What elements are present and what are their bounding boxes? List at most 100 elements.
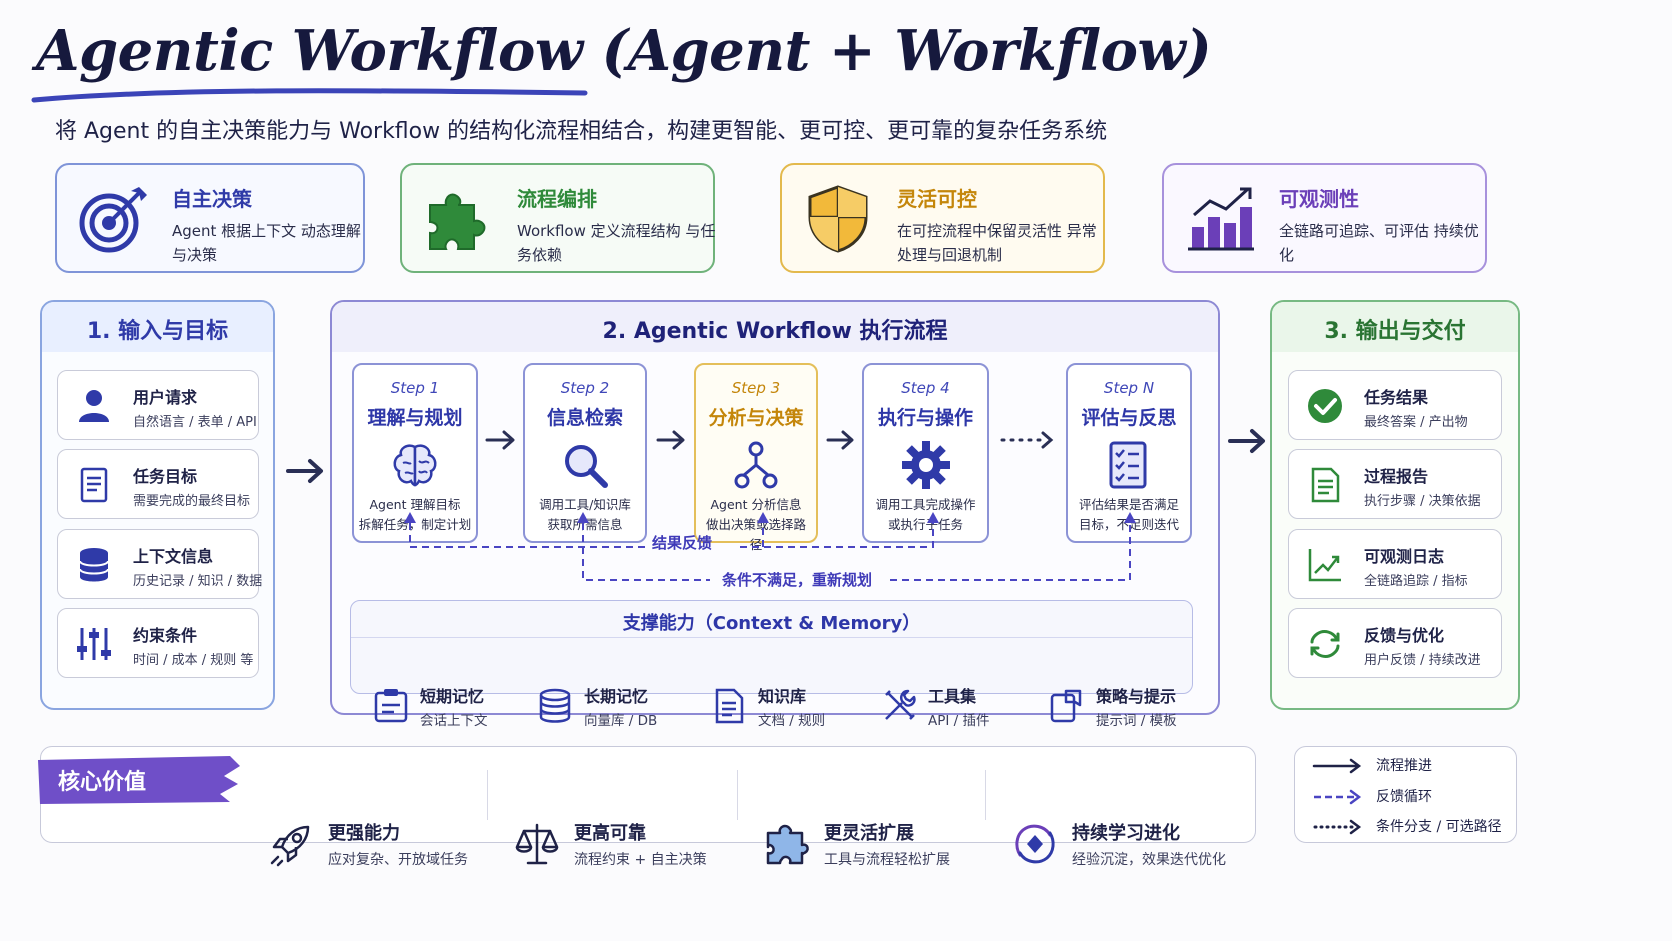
support-item-desc: 文档 / 规则 [758,713,826,729]
clipboard-icon [374,689,408,723]
title-underline [31,88,588,103]
step-desc-line: 目标，不足则迭代 [1078,517,1179,532]
item-desc: 执行步骤 / 决策依据 [1364,494,1481,509]
output-item-task-result: 任务结果 最终答案 / 产出物 [1288,370,1502,440]
core-value-title: 持续学习进化 [1072,823,1180,844]
feature-card-observability: 可观测性 全链路可追踪、可评估 持续优化 [1162,163,1487,273]
step-id: Step N [1103,379,1155,397]
gear-icon [901,441,950,489]
core-value-title: 更灵活扩展 [824,823,914,844]
divider [985,770,986,820]
support-item-desc: 向量库 / DB [584,713,658,729]
core-value-title: 更强能力 [328,823,400,844]
sliders-icon [77,628,111,660]
step-name: 信息检索 [546,407,623,429]
panel-header: 3. 输出与交付 [1272,302,1518,352]
prompt-icon [1050,689,1082,723]
checklist-icon [1109,441,1147,489]
step-id: Step 3 [731,379,781,397]
input-item-user-request: 用户请求 自然语言 / 表单 / API [57,370,259,440]
feedback-label: 结果反馈 [652,534,713,552]
support-item-title: 短期记忆 [420,687,485,706]
support-item-title: 长期记忆 [584,687,649,706]
step-desc-line: 拆解任务，制定计划 [358,517,472,532]
divider [487,770,488,820]
item-desc: 历史记录 / 知识 / 数据 [133,574,263,589]
solid-arrow-icon [1312,758,1362,774]
feature-card-flexible-control: 灵活可控 在可控流程中保留灵活性 异常处理与回退机制 [780,163,1105,273]
input-item-context: 上下文信息 历史记录 / 知识 / 数据 [57,529,263,599]
dashed-arrow-icon [1314,789,1362,805]
item-desc: 用户反馈 / 持续改进 [1364,653,1481,668]
replan-line [890,523,1131,581]
branch-icon [734,441,778,489]
input-item-task-goal: 任务目标 需要完成的最终目标 [57,449,259,519]
core-value-bar [40,746,1256,843]
puzzle-icon [429,193,486,250]
step-desc: Agent 分析信息 做出决策或选择路径 [700,495,812,555]
item-desc: 最终答案 / 产出物 [1364,415,1468,430]
database-icon [79,548,109,582]
step-desc-line: 获取所需信息 [547,517,623,532]
panel-title: 3. 输出与交付 [1324,319,1466,344]
ellipsis-arrow [1000,431,1054,449]
page-subtitle: 将 Agent 的自主决策能力与 Workflow 的结构化流程相结合，构建更智… [55,119,1108,144]
panel-header: 2. Agentic Workflow 执行流程 [332,302,1218,352]
user-icon [79,390,109,422]
step-name: 分析与决策 [708,407,804,429]
support-item-desc: 会话上下文 [420,713,488,729]
step-card-3: Step 3 分析与决策 Agent 分析信息 做出决策或选择路径 [694,363,818,552]
item-title: 任务目标 [133,467,198,486]
rocket-icon [270,825,310,867]
dotted-arrow-icon [1313,819,1362,835]
item-title: 反馈与优化 [1364,626,1445,645]
divider [351,637,1192,638]
feature-desc: 全链路可追踪、可评估 持续优化 [1279,222,1479,264]
panel-title: 1. 输入与目标 [86,319,229,344]
step-id: Step 1 [390,379,440,397]
step-desc-line: 调用工具完成操作 [875,497,976,512]
core-value-desc: 工具与流程轻松扩展 [824,852,950,868]
step-desc: 调用工具完成操作 或执行子任务 [868,495,983,535]
flow-arrow [1228,429,1265,453]
feature-title: 自主决策 [172,187,252,211]
page-title: Agentic Workflow (Agent + Workflow) [36,18,1212,84]
output-item-feedback: 反馈与优化 用户反馈 / 持续改进 [1288,608,1502,678]
step-arrow [826,430,854,450]
legend-label: 流程推进 [1376,758,1432,774]
document-icon [715,688,744,724]
item-desc: 自然语言 / 表单 / API [133,415,257,430]
step-desc: 评估结果是否满足 目标，不足则迭代 [1072,495,1186,535]
feature-card-orchestration: 流程编排 Workflow 定义流程结构 与任务依赖 [400,163,715,273]
tools-icon [885,689,916,720]
support-item-desc: API / 插件 [928,713,990,729]
check-circle-icon [1308,389,1342,423]
legend-label: 反馈循环 [1376,789,1432,805]
flow-arrow [286,459,323,483]
core-value-title: 更高可靠 [574,823,646,844]
step-id: Step 2 [560,379,610,397]
support-item-desc: 提示词 / 模板 [1096,713,1177,729]
target-icon [79,187,147,253]
feature-title: 灵活可控 [897,187,977,211]
item-title: 上下文信息 [133,547,214,566]
item-desc: 全链路追踪 / 指标 [1364,574,1468,589]
panel-header: 1. 输入与目标 [42,302,273,352]
legend-label: 条件分支 / 可选路径 [1376,819,1502,835]
item-desc: 需要完成的最终目标 [133,494,251,509]
step-desc: 调用工具/知识库 获取所需信息 [529,495,641,535]
step-card-2: Step 2 信息检索 调用工具/知识库 获取所需信息 [523,363,647,543]
report-icon [1311,467,1340,503]
step-id: Step 4 [901,379,950,397]
item-title: 约束条件 [133,626,198,645]
core-value-desc: 流程约束 + 自主决策 [574,852,707,868]
feature-desc: Agent 根据上下文 动态理解与决策 [172,222,361,264]
support-item-title: 知识库 [758,687,807,706]
core-value-label: 核心价值 [58,770,147,795]
support-box: 支撑能力（Context & Memory） [350,600,1193,694]
panel-title: 2. Agentic Workflow 执行流程 [602,319,948,344]
step-desc: Agent 理解目标 拆解任务，制定计划 [358,495,472,535]
item-title: 过程报告 [1364,467,1429,486]
core-value-desc: 应对复杂、开放域任务 [328,852,468,868]
cycle-icon [1015,824,1055,864]
